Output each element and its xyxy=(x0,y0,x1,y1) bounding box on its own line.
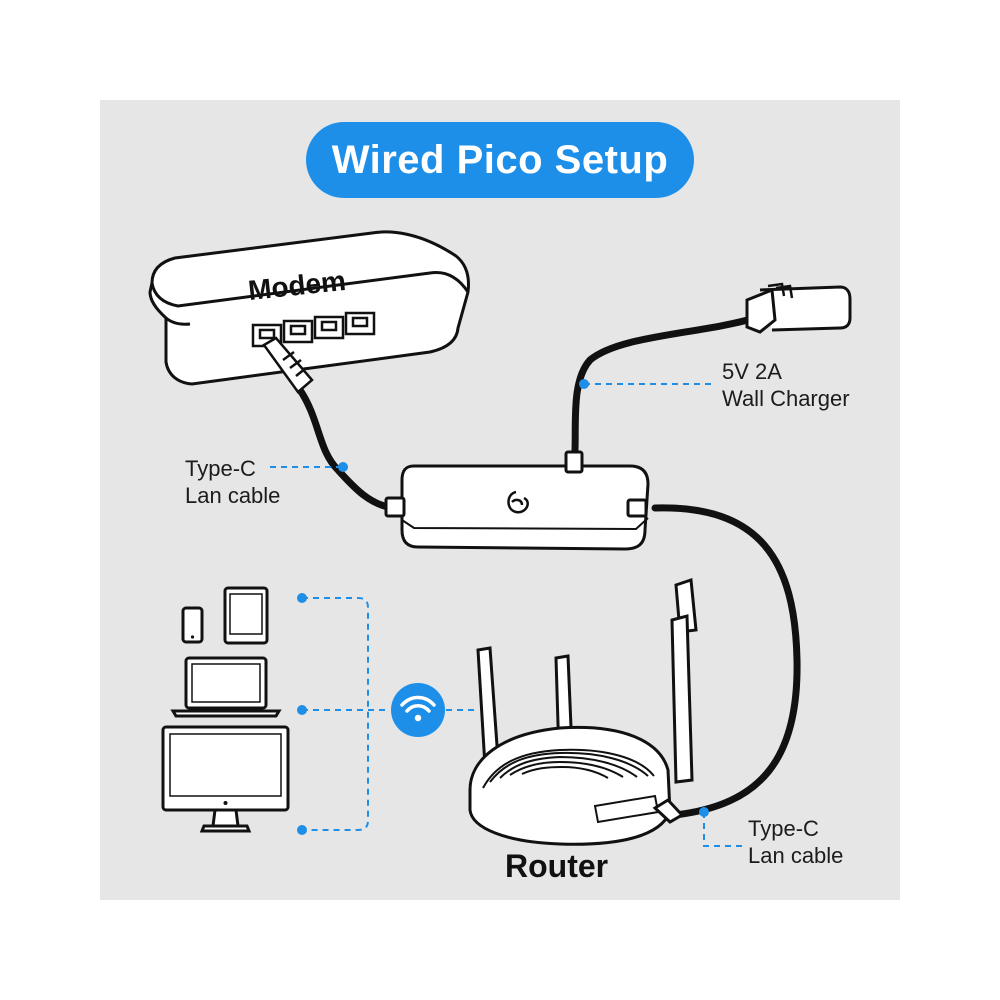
label-leader-dots xyxy=(338,379,709,817)
router-cable-label-line-2: Lan cable xyxy=(748,843,844,868)
modem-cable-label: Type-C Lan cable xyxy=(185,455,280,509)
laptop-icon xyxy=(170,656,282,718)
modem-device xyxy=(148,230,470,394)
router-label: Router xyxy=(505,848,609,884)
wifi-icon xyxy=(391,683,445,737)
wireless-connection-lines xyxy=(302,597,474,831)
ethernet-plug xyxy=(262,336,314,394)
tablet-icon xyxy=(223,586,269,645)
smartphone-icon xyxy=(181,606,204,644)
router-cable-label: Type-C Lan cable xyxy=(748,815,843,869)
router-device xyxy=(468,577,698,846)
router-cable-label-line-1: Type-C xyxy=(748,816,819,841)
modem-cable-label-line-1: Type-C xyxy=(185,456,256,481)
wireless-endpoints xyxy=(297,593,307,835)
charger-label-line-1: 5V 2A xyxy=(722,359,782,384)
modem-cable-label-line-2: Lan cable xyxy=(185,483,281,508)
pico-device xyxy=(384,450,650,551)
pico-logo-icon xyxy=(507,490,529,514)
charger-label: 5V 2A Wall Charger xyxy=(722,358,850,412)
title-badge: Wired Pico Setup xyxy=(306,122,694,198)
modem-to-pico-cable xyxy=(296,386,396,512)
charger-label-line-2: Wall Charger xyxy=(722,386,850,411)
pico-to-router-cable xyxy=(651,504,801,819)
label-leader-lines xyxy=(270,383,745,847)
page-title: Wired Pico Setup xyxy=(331,137,669,182)
desktop-monitor-icon xyxy=(161,725,290,833)
router-lan-plug xyxy=(652,798,685,824)
charger-to-pico-cable xyxy=(571,314,759,454)
wall-charger-icon xyxy=(745,282,852,334)
